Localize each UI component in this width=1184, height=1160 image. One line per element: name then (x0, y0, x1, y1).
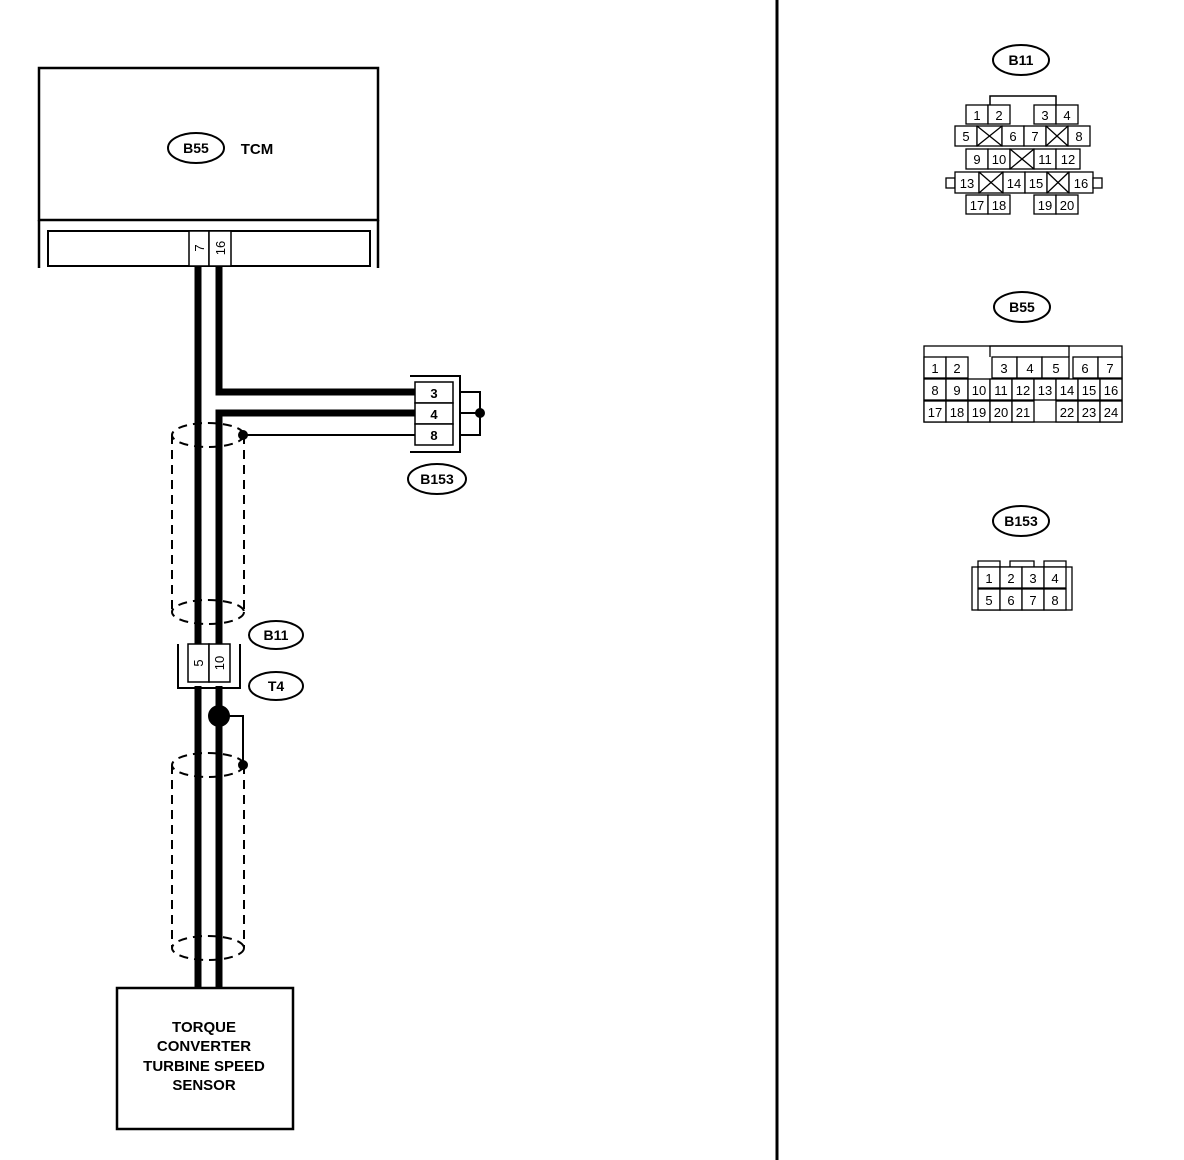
b55-face-pin: 13 (1038, 383, 1052, 398)
b153-face-pin: 2 (1007, 571, 1014, 586)
b55-face-pin: 9 (953, 383, 960, 398)
b11-face-pin: 18 (992, 198, 1006, 213)
b153-pin-8: 8 (430, 428, 437, 443)
b11-face-pin: 15 (1029, 176, 1043, 191)
tcm-connector-label: B55 (183, 140, 209, 156)
sensor-line-4: SENSOR (172, 1077, 236, 1094)
b55-face-pin: 7 (1106, 361, 1113, 376)
b55-face-pin: 11 (994, 383, 1008, 398)
b11-face-label: B11 (1009, 52, 1034, 68)
wire-b153-4 (215, 409, 415, 644)
b55-face-pin: 19 (972, 405, 986, 420)
b55-face-pin: 18 (950, 405, 964, 420)
b55-face-pin: 12 (1016, 383, 1030, 398)
b11-face-pin: 6 (1009, 129, 1016, 144)
b153-face-pin: 8 (1051, 593, 1058, 608)
tcm-name: TCM (241, 141, 274, 158)
wire-pin-16 (215, 266, 415, 396)
sensor-line-1: TORQUE (172, 1019, 236, 1036)
b11-face-pin: 1 (973, 108, 980, 123)
b11-face-pin: 16 (1074, 176, 1088, 191)
b153-face-pin: 5 (985, 593, 992, 608)
b153-face-pin: 3 (1029, 571, 1036, 586)
b153-jumper-dot (475, 408, 485, 418)
b153-face-label: B153 (1004, 513, 1038, 529)
b11-face-pin: 3 (1041, 108, 1048, 123)
ground-shield-dot (238, 760, 248, 770)
b55-face-pin: 5 (1052, 361, 1059, 376)
b55-face-pin: 3 (1000, 361, 1007, 376)
b11-face-pin: 17 (970, 198, 984, 213)
b55-face-label: B55 (1009, 299, 1035, 315)
b153-label: B153 (420, 471, 454, 487)
b55-face-pin: 20 (994, 405, 1008, 420)
sensor-line-3: TURBINE SPEED (143, 1058, 265, 1075)
t4-badge (248, 671, 304, 701)
shield-lower (171, 752, 245, 961)
wires (194, 266, 415, 988)
b11-face-pin: 20 (1060, 198, 1074, 213)
ground-shield-wire (219, 715, 244, 765)
b153-badge (407, 463, 467, 495)
b55-face-pin: 15 (1082, 383, 1096, 398)
b11-pin-5: 5 (191, 659, 206, 666)
b55-connector-face: B55 1 2 3 4 5 6 (923, 291, 1123, 423)
b55-face-pin: 21 (1016, 405, 1030, 420)
b153-pin-4: 4 (430, 407, 438, 422)
b11-face-pin: 12 (1061, 152, 1075, 167)
b153-connector: 3 4 8 B153 (407, 375, 485, 495)
b55-face-pin: 22 (1060, 405, 1074, 420)
tcm-connector-badge (167, 132, 225, 164)
b153-face-pin: 6 (1007, 593, 1014, 608)
b11-face-pin: 9 (973, 152, 980, 167)
b11-face-pin: 8 (1075, 129, 1082, 144)
b11-face-pin: 14 (1007, 176, 1021, 191)
tcm-box (37, 66, 380, 222)
b153-face-badge (992, 505, 1050, 537)
tcm-pin-7: 7 (192, 244, 207, 251)
b55-face-pin: 6 (1081, 361, 1088, 376)
b55-face-pin: 4 (1026, 361, 1033, 376)
shield-upper (171, 422, 245, 625)
b11-junction-label: B11 (264, 627, 289, 643)
b55-face-pin: 8 (931, 383, 938, 398)
turbine-speed-sensor: TORQUE CONVERTER TURBINE SPEED SENSOR (115, 986, 295, 1131)
b153-face-pin: 7 (1029, 593, 1036, 608)
b11-face-pin: 5 (962, 129, 969, 144)
b153-face-pin: 4 (1051, 571, 1058, 586)
b11-junction-connector: 5 10 B11 T4 (177, 620, 304, 701)
sensor-box (115, 986, 295, 1131)
b153-connector-face: B153 1 2 3 4 5 6 7 8 (971, 505, 1073, 611)
b11-face-pin: 10 (992, 152, 1006, 167)
b55-face-pin: 1 (931, 361, 938, 376)
b11-face-pin: 7 (1031, 129, 1038, 144)
b55-face-pin: 23 (1082, 405, 1096, 420)
tcm-pin-16: 16 (213, 241, 228, 255)
b55-face-pin: 16 (1104, 383, 1118, 398)
b11-face-pin: 2 (995, 108, 1002, 123)
b11-face-badge (992, 44, 1050, 76)
b55-face-pin: 14 (1060, 383, 1074, 398)
b153-face-pin: 1 (985, 571, 992, 586)
b11-pin-10: 10 (212, 656, 227, 670)
b153-pin-3: 3 (430, 386, 437, 401)
b55-face-pin: 10 (972, 383, 986, 398)
b55-face-pin: 17 (928, 405, 942, 420)
b11-face-pin: 11 (1038, 152, 1052, 167)
t4-label: T4 (268, 678, 285, 694)
b11-connector-face: B11 (945, 44, 1103, 215)
sensor-line-2: CONVERTER (157, 1038, 251, 1055)
b55-face-badge (993, 291, 1051, 323)
b55-face-pin: 2 (953, 361, 960, 376)
b11-face-pin: 4 (1063, 108, 1070, 123)
tcm-unit: B55 TCM 7 16 (37, 66, 380, 268)
b55-face-pin: 24 (1104, 405, 1118, 420)
b11-face-pin: 19 (1038, 198, 1052, 213)
b11-junction-badge (248, 620, 304, 650)
b11-face-pin: 13 (960, 176, 974, 191)
